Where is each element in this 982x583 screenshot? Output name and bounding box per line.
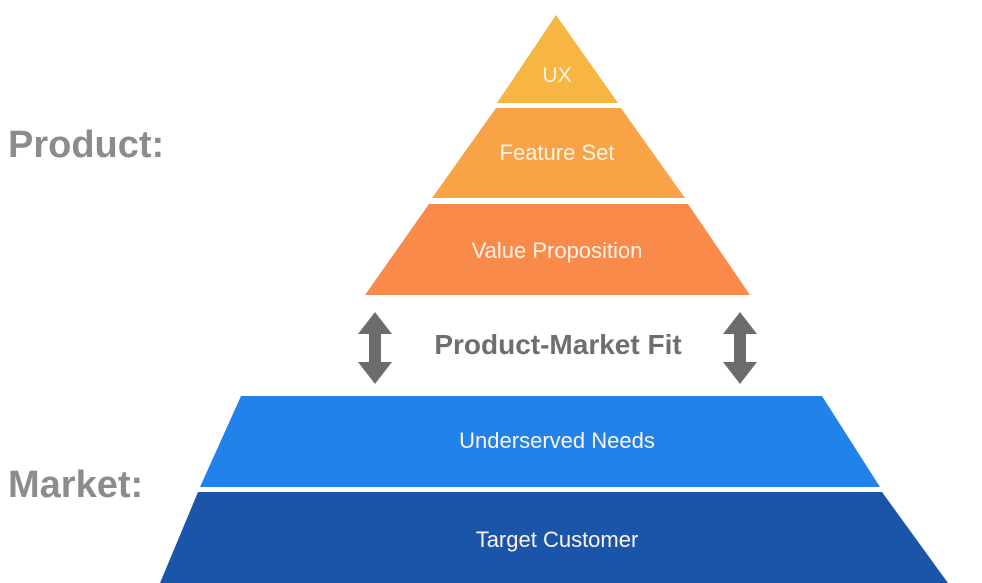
layer-value-proposition-label: Value Proposition <box>471 238 643 263</box>
layer-value-proposition-shape <box>365 204 750 295</box>
layer-feature-set-label: Feature Set <box>499 140 615 165</box>
layer-feature-set-shape <box>432 108 685 198</box>
layer-underserved-needs-shape <box>200 396 880 487</box>
layer-ux-shape <box>497 15 618 103</box>
double-vertical-arrow-icon-left <box>358 312 392 384</box>
double-vertical-arrow-icon-right <box>723 312 757 384</box>
layer-underserved-needs-label: Underserved Needs <box>459 428 655 453</box>
product-section-label: Product: <box>8 124 165 166</box>
product-market-fit-label: Product-Market Fit <box>434 329 682 360</box>
layer-target-customer-shape <box>160 492 948 583</box>
layer-ux-label: UX <box>542 64 572 87</box>
layer-target-customer-label: Target Customer <box>475 527 639 552</box>
market-section-label: Market: <box>8 464 144 506</box>
